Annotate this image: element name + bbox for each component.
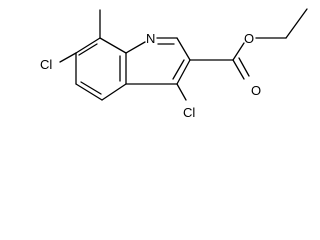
atom-labels: N O O Cl Cl bbox=[40, 31, 261, 120]
bond-c5-c4a bbox=[101, 83, 127, 101]
bond-carbonyl-oester bbox=[232, 42, 245, 61]
bond-c3-c4 bbox=[176, 59, 191, 85]
bond-c4-cl bbox=[176, 83, 187, 101]
bond-carbonyl-odouble-inner bbox=[238, 57, 250, 77]
bond-c8-c7 bbox=[75, 37, 101, 54]
bond-carbonyl-odouble bbox=[232, 59, 245, 80]
nitrogen-label: N bbox=[146, 31, 155, 46]
chlorine-4-label: Cl bbox=[183, 105, 195, 120]
chlorine-7-label: Cl bbox=[40, 57, 52, 72]
bond-c6-c5 bbox=[75, 83, 103, 101]
bond-c2-c3 bbox=[176, 37, 191, 61]
bond-ch2-ch3 bbox=[285, 8, 308, 39]
bond-c7-cl bbox=[59, 52, 77, 63]
bond-c8-c7-inner bbox=[78, 43, 98, 56]
bond-c3-c4-inner bbox=[172, 59, 185, 80]
bond-c8a-c8 bbox=[99, 37, 127, 54]
ester-oxygen-label: O bbox=[244, 31, 254, 46]
bonds bbox=[59, 8, 308, 101]
bond-c8a-n bbox=[125, 41, 146, 54]
bond-c6-c5-inner bbox=[80, 81, 102, 95]
carbonyl-oxygen-label: O bbox=[251, 83, 261, 98]
molecule-diagram: N O O Cl Cl bbox=[40, 8, 308, 120]
